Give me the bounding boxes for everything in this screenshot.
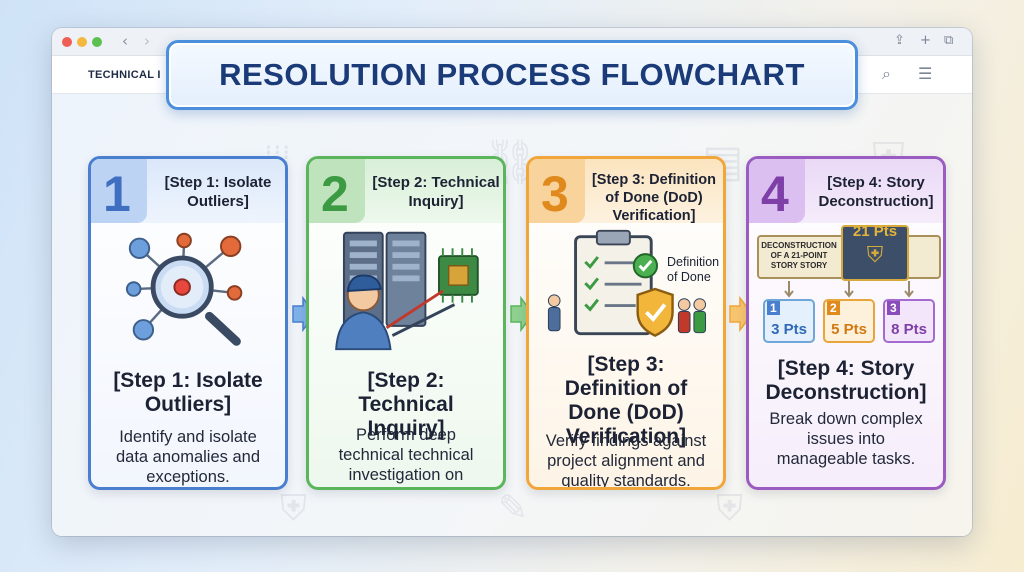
search-icon[interactable]: ⌕ bbox=[882, 64, 891, 83]
edit-watermark-icon: ✎ bbox=[498, 488, 529, 529]
flowchart-title-banner: RESOLUTION PROCESS FLOWCHART bbox=[166, 40, 858, 110]
step-2-card: 2 [Step 2: Technical Inquiry] [Step 2: T… bbox=[306, 156, 506, 490]
menu-icon[interactable]: ☰ bbox=[918, 64, 933, 83]
site-brand[interactable]: TECHNICAL I bbox=[88, 69, 161, 81]
sub-story-2-points: 5 Pts bbox=[831, 321, 867, 338]
sub-story-1-index: 1 bbox=[767, 301, 780, 315]
step-2-tab-label: [Step 2: Technical Inquiry] bbox=[372, 174, 500, 210]
step-2-description: Perform deep technical technical investi… bbox=[338, 426, 474, 487]
step-1-card: 1 [Step 1: Isolate Outliers] [Step 1: Is… bbox=[88, 156, 288, 490]
new-tab-icon[interactable]: + bbox=[920, 33, 931, 48]
step-1-title: [Step 1: Isolate Outliers] bbox=[113, 369, 263, 416]
sub-story-3: 3 8 Pts bbox=[883, 299, 935, 343]
maximize-dot[interactable] bbox=[92, 37, 102, 47]
dod-clipboard-illustration bbox=[547, 229, 707, 337]
dod-clipboard-caption: Definition of Done bbox=[667, 255, 720, 284]
sub-story-2: 2 5 Pts bbox=[823, 299, 875, 343]
step-3-card: 3 [Step 3: Definition of Done (DoD) Veri… bbox=[526, 156, 726, 490]
sub-story-3-points: 8 Pts bbox=[891, 321, 927, 338]
step-4-description: Break down complex issues into manageabl… bbox=[769, 410, 923, 468]
big-story-points: 21 Pts bbox=[852, 223, 898, 240]
tabs-overview-icon[interactable]: ⧉ bbox=[944, 33, 954, 48]
story-safe bbox=[841, 225, 909, 281]
step-4-title: [Step 4: Story Deconstruction] bbox=[765, 357, 927, 404]
step-1-number: 1 bbox=[103, 166, 131, 222]
split-arrows-icon bbox=[784, 281, 914, 298]
step-4-number: 4 bbox=[761, 166, 789, 222]
minimize-dot[interactable] bbox=[77, 37, 87, 47]
engineer-server-illustration bbox=[335, 231, 479, 351]
step-4-number-tab bbox=[749, 159, 805, 223]
sub-story-1-points: 3 Pts bbox=[771, 321, 807, 338]
step-3-tab-label: [Step 3: Definition of Done (DoD) Verifi… bbox=[591, 172, 717, 224]
step-3-title: [Step 3: Definition of Done (DoD) Verifi… bbox=[564, 353, 688, 448]
step-4-card: 4 [Step 4: Story Deconstruction] DECONST… bbox=[746, 156, 946, 490]
step-3-description: Verify findings against project alignmen… bbox=[545, 432, 707, 490]
step-1-tab-label: [Step 1: Isolate Outliers] bbox=[164, 174, 272, 210]
shield-check-watermark-icon: ⛨ bbox=[280, 488, 308, 529]
back-icon[interactable]: ‹ bbox=[122, 32, 128, 50]
step-1-number-tab bbox=[91, 159, 147, 223]
sub-story-2-index: 2 bbox=[827, 301, 840, 315]
sub-story-3-index: 3 bbox=[887, 301, 900, 315]
share-icon[interactable]: ⇪ bbox=[894, 33, 905, 48]
step-1-description: Identify and isolate data anomalies and … bbox=[115, 428, 261, 486]
flowchart-title: RESOLUTION PROCESS FLOWCHART bbox=[219, 57, 805, 92]
vault-lock-icon: ⛨ bbox=[866, 243, 884, 268]
badge-watermark-icon: ⛨ bbox=[716, 488, 744, 529]
magnifier-network-illustration bbox=[125, 232, 243, 346]
sub-story-1: 1 3 Pts bbox=[763, 299, 815, 343]
step-3-number: 3 bbox=[541, 166, 569, 222]
step-2-title: [Step 2: Technical Inquiry] bbox=[358, 369, 454, 440]
step-2-number: 2 bbox=[321, 166, 349, 222]
step-4-tab-label: [Step 4: Story Deconstruction] bbox=[818, 174, 934, 210]
story-scroll-text: DECONSTRUCTION OF A 21-POINT STORY STORY bbox=[761, 241, 837, 270]
step-2-number-tab bbox=[309, 159, 365, 223]
close-dot[interactable] bbox=[62, 37, 72, 47]
forward-icon[interactable]: › bbox=[144, 32, 150, 50]
step-3-number-tab bbox=[529, 159, 585, 223]
